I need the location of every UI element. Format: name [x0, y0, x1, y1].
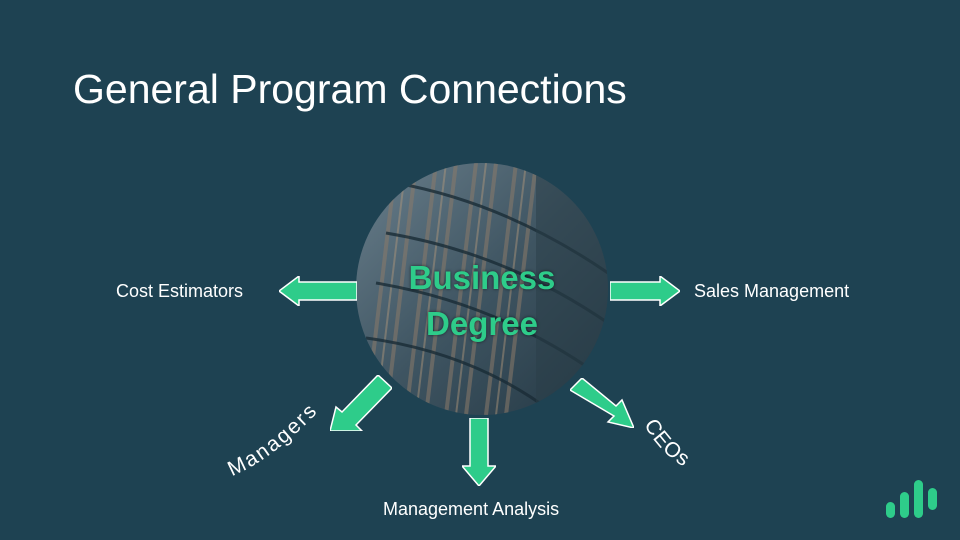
slide-title: General Program Connections — [73, 66, 627, 112]
svg-text:Managers: Managers — [224, 399, 322, 481]
arrow-down-icon — [462, 418, 496, 486]
bookshelf-photo — [356, 163, 608, 415]
arrow-down-left-icon — [330, 375, 392, 431]
label-management-analysis: Management Analysis — [383, 499, 560, 519]
bar-logo-icon — [886, 480, 937, 518]
label-cost-estimators: Cost Estimators — [116, 281, 244, 301]
arrow-right-icon — [610, 276, 680, 306]
label-managers: Managers — [224, 399, 320, 481]
arrow-down-right-icon — [570, 378, 634, 428]
center-title-line1: Business — [408, 259, 556, 296]
arrow-left-icon — [279, 276, 357, 306]
label-ceos: CEOs — [640, 415, 694, 472]
label-sales-management: Sales Management — [694, 281, 850, 301]
center-title-line2: Degree — [426, 305, 538, 342]
svg-text:CEOs: CEOs — [640, 415, 695, 472]
